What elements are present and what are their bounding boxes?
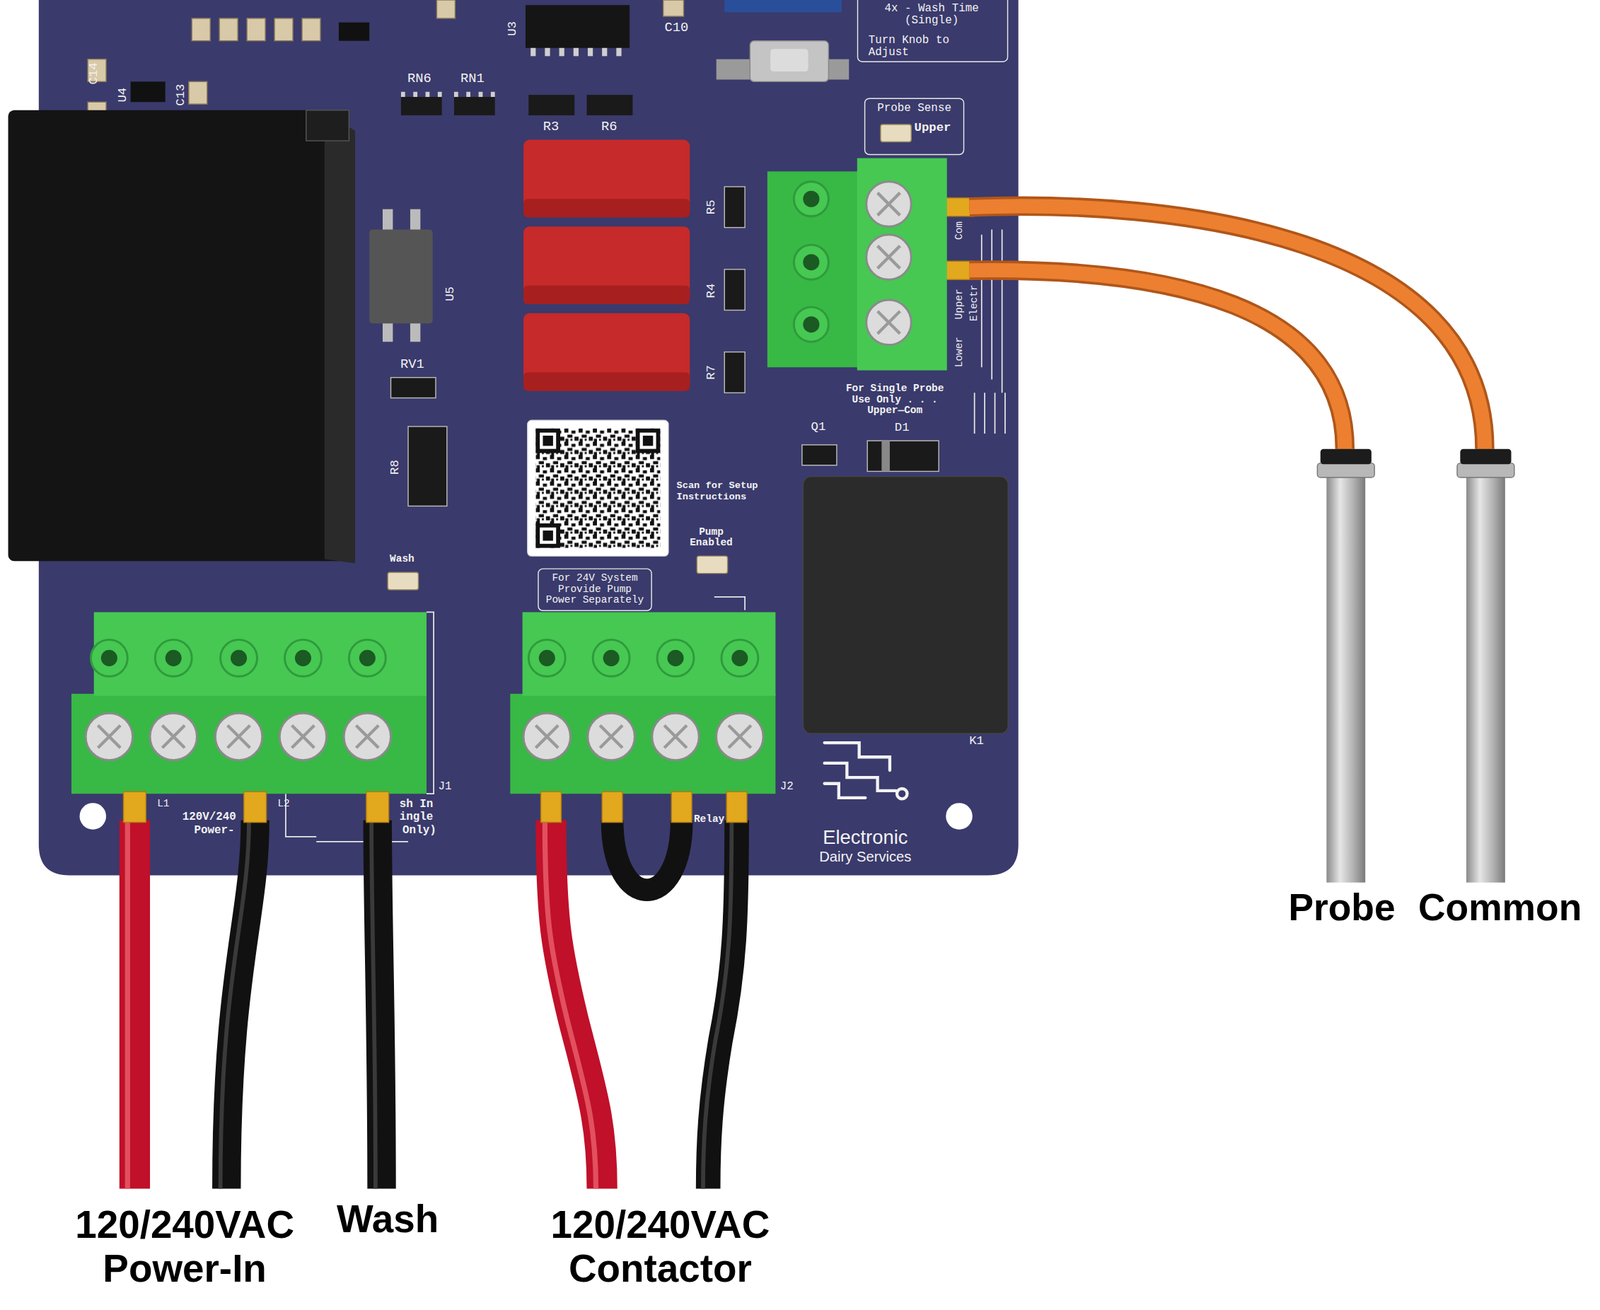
silkscreen-label: C14 (87, 62, 102, 85)
silkscreen-label: D1 (894, 421, 910, 436)
silkscreen-label: U4 (116, 87, 131, 103)
silkscreen-label: Only) (402, 824, 437, 837)
terminal-block (767, 158, 948, 371)
label-box: 4x - Wash Time (Single) Turn Knob to Adju… (857, 0, 1009, 63)
caption-label: 120/240VAC Contactor (532, 1203, 788, 1291)
silkscreen-label: R8 (389, 459, 403, 475)
silkscreen-label: J2 (780, 780, 794, 793)
box-text: Turn Knob to Adjust (868, 33, 971, 59)
silkscreen-label: Scan for Setup Instructions (676, 480, 776, 503)
silkscreen-label: Wash (389, 553, 415, 565)
box-text: 4x - Wash Time (Single) (870, 2, 994, 28)
silkscreen-label: Electr (969, 284, 981, 322)
box-text: Probe Sense (869, 101, 960, 115)
silkscreen-label: Electronic (822, 826, 908, 849)
probe-rod (1317, 449, 1514, 883)
silkscreen-label: Upper (953, 288, 965, 320)
silkscreen-label: R3 (543, 120, 560, 136)
box-text: For 24V System Provide Pump Power Separa… (542, 572, 647, 607)
silkscreen-label: 120V/240 (182, 810, 237, 824)
silkscreen-label: C10 (664, 21, 689, 37)
caption-label: Wash (336, 1197, 439, 1241)
box-text: Upper (914, 121, 960, 136)
silkscreen-label: sh In (399, 797, 434, 811)
silkscreen-label: Com (953, 221, 965, 240)
terminal-block (71, 611, 427, 794)
silkscreen-label: Relay (693, 813, 725, 825)
capacitor (523, 140, 690, 392)
silkscreen-label: U3 (506, 21, 520, 37)
silkscreen-label: R5 (705, 199, 719, 215)
silkscreen-label: Pump Enabled (682, 526, 740, 549)
silkscreen-label: U5 (444, 286, 458, 302)
silkscreen-label: ingle (399, 810, 434, 824)
relay (802, 476, 1008, 734)
silkscreen-label: K1 (969, 734, 984, 749)
caption-label: Common (1418, 887, 1582, 930)
silkscreen-label: RN1 (460, 72, 485, 88)
silkscreen-label: L2 (277, 798, 290, 810)
silkscreen-label: C13 (174, 84, 189, 107)
silkscreen-label: R6 (601, 120, 618, 136)
terminal-block (509, 611, 776, 794)
silkscreen-label: R7 (705, 364, 719, 380)
caption-label: 120/240VAC Power-In (57, 1203, 313, 1291)
silkscreen-label: RV1 (400, 357, 425, 373)
silkscreen-label: Lower (953, 336, 965, 368)
label-box: For 24V System Provide Pump Power Separa… (537, 567, 653, 611)
silkscreen-label: Dairy Services (819, 848, 912, 866)
silkscreen-label: J1 (437, 780, 452, 793)
silkscreen-label: R4 (705, 283, 719, 299)
silkscreen-label: For Single Probe Use Only . . . Upper—Co… (843, 382, 948, 417)
label-box: Probe SenseUpper (864, 97, 965, 155)
silkscreen-label: Power- (193, 824, 235, 837)
caption-label: Probe (1288, 887, 1395, 930)
silkscreen-label: RN6 (407, 72, 432, 88)
silkscreen-label: Q1 (811, 420, 827, 435)
transformer (8, 110, 346, 562)
silkscreen-label: L1 (157, 798, 170, 810)
